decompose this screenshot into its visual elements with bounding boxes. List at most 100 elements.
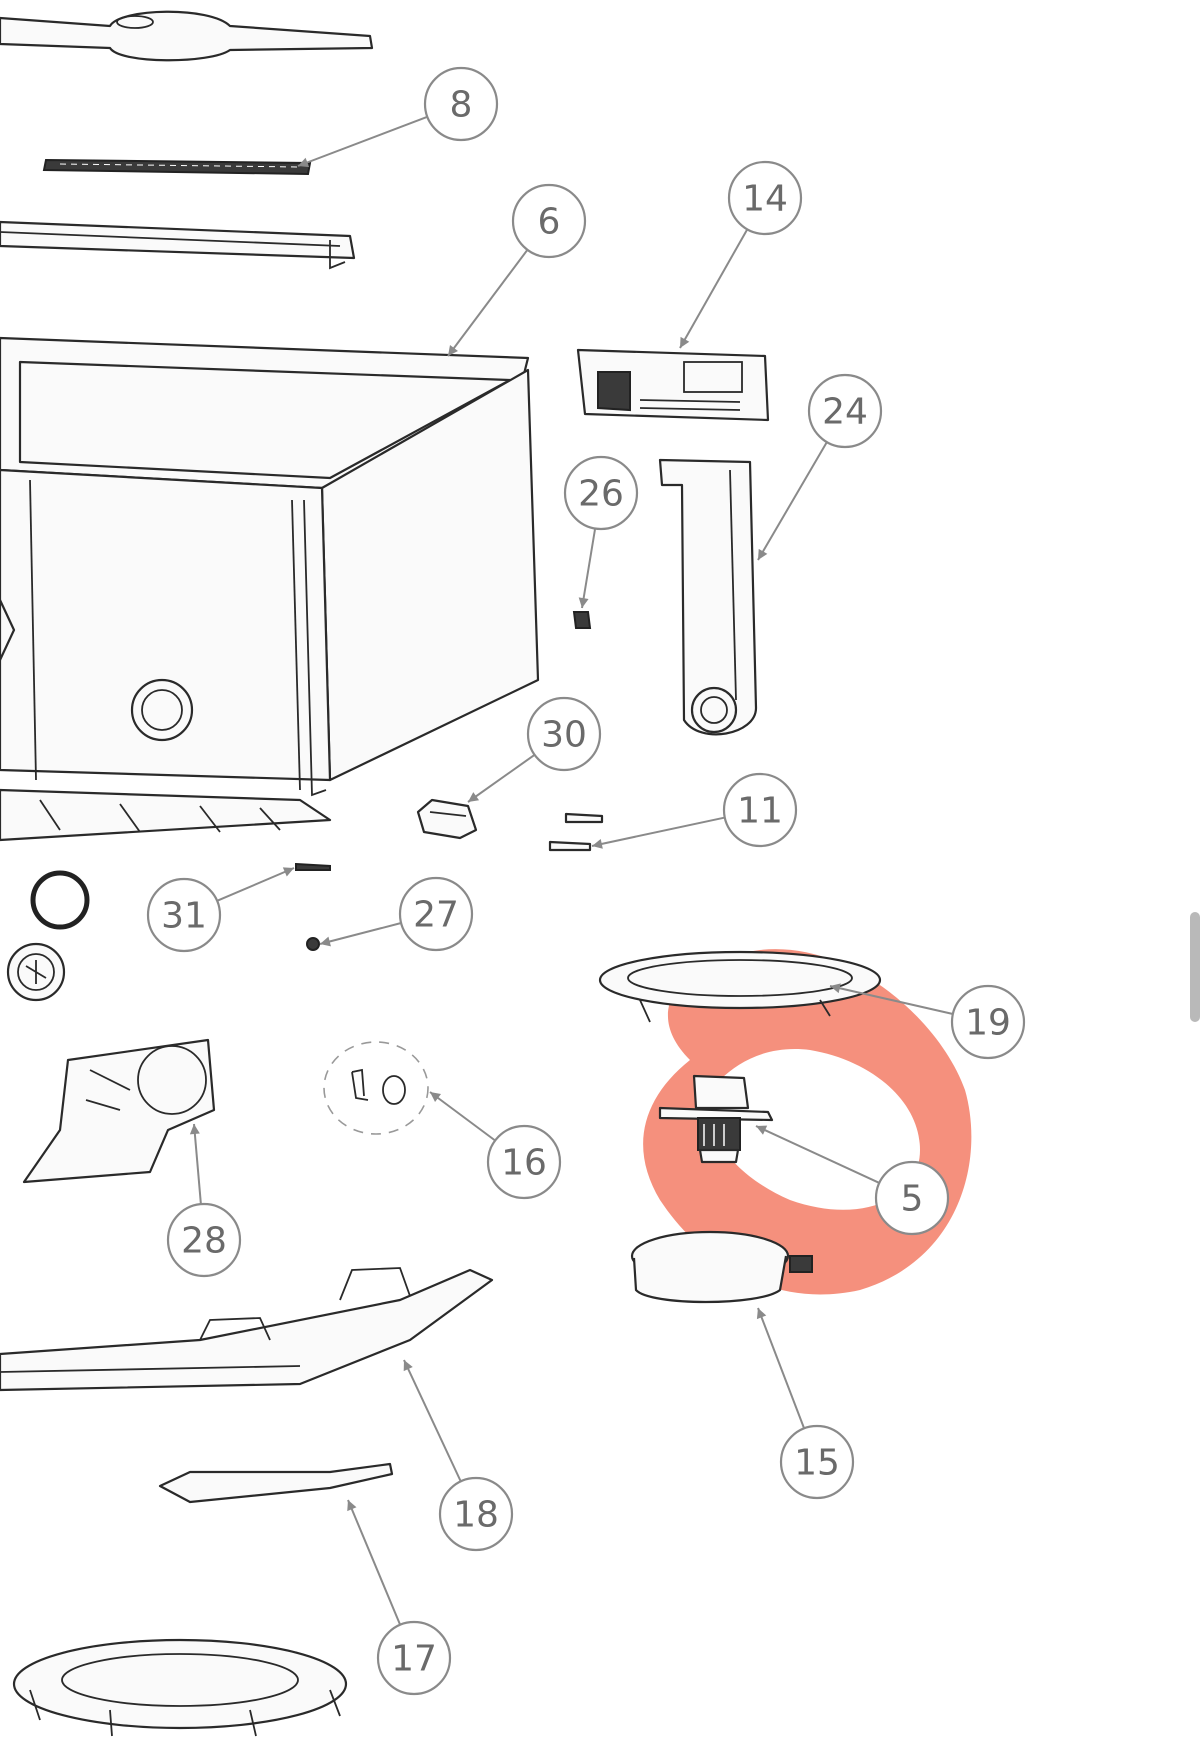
callout-31: 31: [146, 877, 222, 953]
callout-18: 18: [438, 1476, 514, 1552]
callout-19: 19: [950, 984, 1026, 1060]
part-16-fasteners: [323, 1041, 429, 1135]
arrowhead-18: [403, 1360, 413, 1372]
part-24-duct: [658, 458, 758, 736]
callout-27: 27: [398, 876, 474, 952]
callout-circle: [722, 772, 798, 848]
wheel-part: [6, 942, 66, 1002]
callout-number: 26: [578, 474, 624, 515]
part-11-pins: [548, 812, 604, 852]
leader-line-18: [403, 1359, 462, 1482]
callout-circle: [807, 373, 883, 449]
arrowhead-6: [448, 344, 458, 356]
leader-line-28: [193, 1123, 202, 1205]
part-19-ring: [598, 950, 882, 1023]
part-28-housing: [22, 1038, 216, 1184]
callout-24: 24: [807, 373, 883, 449]
callout-number: 15: [794, 1443, 840, 1484]
spray-arm-top: [0, 10, 374, 62]
leader-line-6: [447, 249, 529, 357]
callout-circle: [779, 1424, 855, 1500]
callout-circle: [526, 696, 602, 772]
callout-30: 30: [526, 696, 602, 772]
callout-number: 5: [901, 1179, 924, 1220]
callout-circle: [563, 455, 639, 531]
part-17-bracket: [158, 1462, 394, 1504]
callout-number: 27: [413, 895, 459, 936]
callout-number: 6: [538, 202, 561, 243]
arrowhead-27: [320, 936, 331, 947]
arrowhead-11: [592, 839, 603, 849]
callout-number: 14: [742, 179, 788, 220]
callout-6: 6: [511, 183, 587, 259]
callout-circle: [486, 1124, 562, 1200]
leader-line-30: [467, 753, 536, 803]
arrowhead-24: [758, 548, 768, 560]
callout-17: 17: [376, 1620, 452, 1696]
callout-11: 11: [722, 772, 798, 848]
arrowhead-28: [189, 1124, 200, 1135]
arrowhead-31: [282, 867, 294, 877]
leader-line-26: [581, 528, 597, 609]
callout-circle: [727, 160, 803, 236]
leader-line-14: [679, 228, 749, 349]
leader-line-8: [297, 115, 428, 167]
leader-line-11: [591, 816, 726, 847]
arrowhead-5: [756, 1125, 768, 1135]
callout-number: 24: [822, 392, 868, 433]
callout-15: 15: [779, 1424, 855, 1500]
part-18-base: [0, 1267, 494, 1392]
callout-8: 8: [423, 66, 499, 142]
arrowhead-14: [680, 336, 690, 348]
callout-14: 14: [727, 160, 803, 236]
callout-26: 26: [563, 455, 639, 531]
arrowhead-15: [756, 1308, 767, 1320]
callout-16: 16: [486, 1124, 562, 1200]
leader-line-16: [429, 1091, 496, 1142]
part-27-grommet: [306, 937, 320, 951]
callout-number: 31: [161, 896, 207, 937]
callout-number: 18: [453, 1495, 499, 1536]
callout-circle: [146, 877, 222, 953]
seal-ring: [30, 870, 90, 930]
callout-circle: [166, 1202, 242, 1278]
leader-line-17: [347, 1499, 402, 1626]
rail: [0, 220, 356, 270]
callout-5: 5: [874, 1160, 950, 1236]
part-8-strip: [42, 158, 312, 176]
leader-line-24: [757, 441, 828, 561]
bottom-base-ring: [12, 1638, 348, 1737]
part-5-pump-motor: [658, 1074, 774, 1164]
arrowhead-16: [430, 1092, 442, 1102]
callout-number: 8: [450, 85, 473, 126]
part-6-frame: [0, 336, 540, 842]
callout-number: 16: [501, 1143, 547, 1184]
scrollbar[interactable]: [1190, 912, 1200, 1022]
callout-number: 11: [737, 791, 783, 832]
part-26-clip: [572, 611, 592, 629]
callout-28: 28: [166, 1202, 242, 1278]
leader-line-31: [216, 867, 295, 902]
arrowhead-19: [830, 983, 841, 994]
callout-circle: [511, 183, 587, 259]
part-30-valve: [416, 798, 478, 840]
callout-circle: [950, 984, 1026, 1060]
part-14-control-board: [576, 348, 770, 422]
arrowhead-26: [578, 597, 589, 608]
callout-circle: [423, 66, 499, 142]
leader-line-19: [829, 985, 954, 1015]
part-31-clip: [295, 862, 331, 871]
leader-line-27: [319, 922, 402, 945]
callout-number: 17: [391, 1639, 437, 1680]
callout-circle: [376, 1620, 452, 1696]
arrowhead-30: [468, 792, 480, 802]
part-15-sump: [630, 1230, 813, 1304]
callout-circle: [874, 1160, 950, 1236]
leader-line-15: [757, 1307, 806, 1429]
arrowhead-17: [347, 1500, 357, 1512]
callout-circle: [438, 1476, 514, 1552]
leader-line-5: [755, 1125, 880, 1184]
callout-number: 30: [541, 715, 587, 756]
callout-labels: 8 6 14 24 26 30 11 31 27 19 16 5 28 15 18 17: [146, 66, 1026, 1696]
